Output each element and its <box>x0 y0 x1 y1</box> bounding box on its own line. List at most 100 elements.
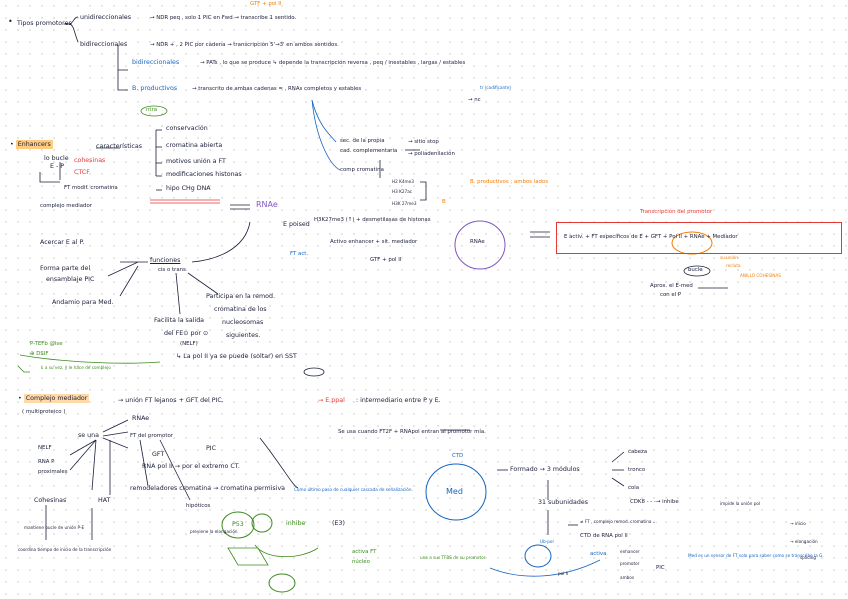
activa-ft: activa FT <box>352 550 376 555</box>
conservacion: conservación <box>166 126 208 132</box>
participa-remod: Participa en la remod. <box>206 294 275 300</box>
une-tfbs: une a sus TFBS de su promotor <box>420 556 485 560</box>
siguientes: siguientes. <box>226 333 260 339</box>
rna-pol-ct: RNA pol II → por el extremo CT. <box>142 464 240 470</box>
nucleosomas: nucleosomas <box>222 320 263 326</box>
transcripcion-promotor: Transcripción del promotor <box>640 210 712 215</box>
p-dsif: ⊕ DSIF <box>30 352 49 357</box>
nc-label: → nc <box>468 98 481 103</box>
ft-promotor: FT del promotor <box>130 434 173 439</box>
bidireccionales-label: bidireccionales <box>80 42 127 48</box>
complejo-mediador: complejo mediador <box>40 204 92 209</box>
con-p: con el P <box>660 293 681 298</box>
cromatina-abierta: cromatina abierta <box>166 143 222 149</box>
bidireccionales-productivos-label: bidireccionales <box>132 60 179 66</box>
nelf-label: (NELF) <box>180 342 198 347</box>
bullet: • <box>8 18 13 26</box>
note-gtf-pol: GTF + pol II <box>250 2 281 7</box>
e3-label: (E3) <box>332 521 345 527</box>
med-circle-label: Med <box>446 488 463 496</box>
ctd-rna-pol: CTD de RNA pol II <box>580 534 628 539</box>
cdk8-inhibe: CDK8 - - -→ inhibe <box>630 500 679 505</box>
proximales: proximales <box>38 470 68 475</box>
bottom-small-note: ↳ a su vez, y le hace de complejo <box>40 366 111 370</box>
no-ft-complejo: ≠ FT , complejo remod. cromatina ... <box>580 520 657 524</box>
rnae-label: RNAe <box>256 201 278 209</box>
pic-mediator: PIC <box>656 566 665 571</box>
b-productivos-desc: → transcrito de ambas cadenas = , RNAs c… <box>192 87 361 92</box>
rnae-mediador: RNAe <box>132 416 149 422</box>
h3k27ac: H3 K27ac <box>392 190 412 194</box>
motivos-union: motivos unión a FT <box>166 159 226 165</box>
splicing: splicing <box>800 556 816 560</box>
tronco: tronco <box>628 468 645 473</box>
pic-label: PIC <box>206 446 216 452</box>
poliadenilacion: → poliadenilación <box>408 152 455 157</box>
h2k4me3: H2 K4me3 <box>392 180 414 184</box>
unidireccionales-desc: → NDR peq , solo 1 PIC en Fwd → transcri… <box>150 16 296 21</box>
b-productivos-label: B. productivos <box>132 86 177 92</box>
coordina-tiempo: coordina tiempo de inicio de la transcri… <box>18 548 111 552</box>
cohesinas-mediador: Cohesinas <box>34 498 66 504</box>
cis-trans: cis o trans <box>158 268 186 273</box>
ub-pol: Ub-pol <box>540 540 554 544</box>
b-productivos-marks: B. productivos ; ambos lados <box>470 180 548 185</box>
funciones-label: funciones <box>150 258 180 264</box>
pol-soltar: ↳ La pol II ya se puede (soltar) en SST <box>176 354 297 360</box>
cdk8-impide: impide la unión pol <box>720 502 760 506</box>
forma-parte: Forma parte del <box>40 266 90 272</box>
inhibe: inhibe <box>286 521 305 527</box>
ensamblaje-pic: ensamblaje PIC <box>46 277 94 283</box>
b-mark: B <box>442 200 446 205</box>
pol-ii-small: pol II <box>558 572 568 576</box>
h3k27me3-line: H3K27me3 (↑) + desmetilasas de histonas <box>314 218 431 223</box>
formado-modulos: Formado → 3 módulos <box>510 467 580 473</box>
bucle-circle-label: bucle <box>688 268 703 273</box>
andamio-med: Andamio para Med. <box>52 300 114 306</box>
caracteristicas: características <box>96 144 142 150</box>
subunidades: 31 subunidades <box>538 500 588 506</box>
ctcf-label: CTCF <box>74 170 90 176</box>
multiproteico: ( multiproteico ) <box>22 410 65 415</box>
su-union: su unión <box>720 256 738 260</box>
hat-label: HAT <box>98 498 110 504</box>
rna-p: RNA P <box>38 460 54 465</box>
ntra-label: ntra <box>146 108 157 113</box>
promotor-label: promotor <box>620 562 639 566</box>
modificaciones-histonas: modificaciones histonas <box>166 172 242 178</box>
complejo-mediador-heading: • Complejo mediador <box>18 396 89 402</box>
p53-circle-label: P53 <box>232 522 244 528</box>
cromatina-de-los: cromatina de los <box>214 307 267 313</box>
activa-label: activa <box>590 552 606 557</box>
rnae-circle-label: RNAe <box>470 240 485 245</box>
hipoticos: hipóticos <box>186 504 210 509</box>
cohesinas-label: cohesinas <box>74 158 105 164</box>
gtf-pol-label: GTF + pol II <box>370 258 401 263</box>
ft-modif: FT modif. cromatina <box>64 186 118 191</box>
mediador-desc2: : intermediario entre P y E. <box>356 398 441 404</box>
cola: cola <box>628 486 639 491</box>
enhancers-heading: • Enhancers <box>10 142 53 148</box>
sitio-stop: → sitio stop <box>408 140 439 145</box>
tr-codificante-label: tr (codificante) <box>480 86 511 90</box>
tipos-promotores-heading: Tipos promotores <box>17 21 72 27</box>
ambos-label: ambos <box>620 576 634 580</box>
bidireccionales-productivos-desc: → PATs , lo que se produce ↳ depende la … <box>200 61 465 66</box>
ft-act: FT act. <box>290 252 308 257</box>
ep-label: E - P <box>50 164 64 170</box>
complejo-mediador-label: Complejo mediador <box>24 394 90 403</box>
ctd-label: CTD <box>452 454 463 459</box>
enhancers-label: Enhancers <box>16 140 53 149</box>
hipo-chg: hipo CHg DNA <box>166 186 211 192</box>
gft-label: GFT <box>152 452 164 458</box>
cabeza: cabeza <box>628 450 647 455</box>
como-ultimo-paso: Como último paso de cualquier cascada de… <box>294 488 413 492</box>
facilita-salida: Facilita la salida <box>154 318 204 324</box>
inicio: → inicio <box>790 522 806 526</box>
recluta: recluta <box>726 264 741 268</box>
cad-complementaria: cad. complementaria <box>340 149 397 154</box>
comp-cromatina: comp cromatina <box>340 168 384 173</box>
nucleo-label: núcleo <box>352 560 370 565</box>
aprox-emed: Aprox. el E-med <box>650 284 693 289</box>
